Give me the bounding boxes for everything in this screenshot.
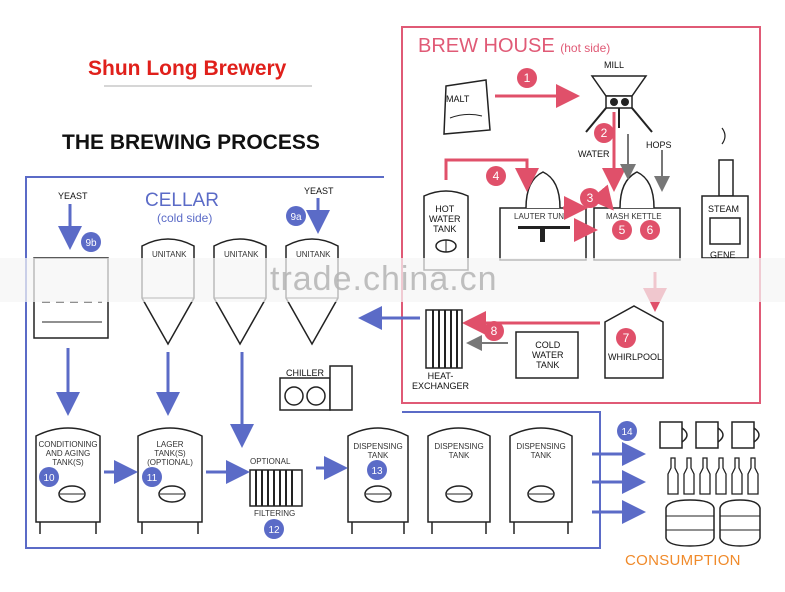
- step-14-marker: 14: [617, 421, 637, 441]
- optional-label: OPTIONAL: [250, 457, 291, 466]
- conditioning-tank-icon: [35, 427, 101, 534]
- step-7-number: 7: [623, 331, 630, 345]
- step-8-marker: 8: [484, 321, 504, 341]
- step-2-number: 2: [601, 126, 608, 140]
- malt-bag-icon: [443, 79, 491, 135]
- step-9a-marker: 9a: [286, 206, 306, 226]
- unitank-2-label: UNITANK: [224, 250, 259, 259]
- beer-bottles-icon: [667, 457, 759, 495]
- step-1-marker: 1: [517, 68, 537, 88]
- cellar-title: CELLAR: [145, 190, 219, 211]
- heat-exchanger-icon: [425, 309, 463, 369]
- beer-mugs-icon: [659, 421, 760, 449]
- bottle-icon: [731, 457, 743, 495]
- lager-tank-icon: [137, 427, 203, 534]
- hops-label: HOPS: [646, 140, 672, 150]
- dispensing-tank-2-icon: [427, 427, 491, 534]
- cellar-subtitle: (cold side): [157, 211, 213, 225]
- whirlpool-label: WHIRLPOOL: [608, 352, 663, 362]
- gene-label: GENE: [710, 250, 736, 260]
- step-11-number: 11: [147, 473, 158, 484]
- step-10-marker: 10: [39, 467, 59, 487]
- step-9b-number: 9b: [85, 238, 97, 249]
- page-title: THE BREWING PROCESS: [62, 131, 320, 154]
- step-11-marker: 11: [142, 467, 162, 487]
- brew-house-frame: [401, 26, 761, 404]
- mill-icon: [585, 75, 653, 133]
- step-5-marker: 5: [612, 220, 632, 240]
- brew-house-title: BREW HOUSE (hot side): [418, 35, 611, 57]
- unitank-3-label: UNITANK: [296, 250, 331, 259]
- bottle-icon: [683, 457, 695, 495]
- filtering-label: FILTERING: [254, 509, 296, 518]
- yeast-left-label: YEAST: [58, 191, 88, 201]
- mash-kettle-icon: [593, 171, 681, 261]
- bottle-icon: [667, 457, 679, 495]
- bottle-icon: [699, 457, 711, 495]
- step-4-marker: 4: [486, 166, 506, 186]
- step-10-number: 10: [43, 473, 55, 484]
- step-6-marker: 6: [640, 220, 660, 240]
- chiller-label: CHILLER: [286, 368, 325, 378]
- hot-water-tank-icon: [423, 190, 469, 271]
- dispensing-tank-3-icon: [509, 427, 573, 534]
- step-3-number: 3: [587, 191, 594, 205]
- step-12-number: 12: [268, 525, 280, 536]
- malt-label: MALT: [446, 94, 470, 104]
- yeast-right-label: YEAST: [304, 186, 334, 196]
- step-3-marker: 3: [580, 188, 600, 208]
- step-12-marker: 12: [264, 519, 284, 539]
- cellar-frame: [25, 176, 601, 549]
- heat-exchanger-label: HEAT-EXCHANGER: [412, 371, 470, 391]
- step-14-number: 14: [621, 427, 633, 438]
- steam-chimney-icon: [718, 159, 734, 197]
- mill-label: MILL: [604, 60, 625, 70]
- lauter-tun-label: LAUTER TUN: [514, 212, 565, 221]
- filter-icon: [249, 469, 303, 507]
- step-9a-number: 9a: [290, 212, 302, 223]
- bottle-icon: [715, 457, 727, 495]
- step-2-marker: 2: [594, 123, 614, 143]
- step-4-number: 4: [493, 169, 500, 183]
- step-1-number: 1: [524, 71, 531, 85]
- watermark-text: trade.china.cn: [270, 260, 498, 298]
- step-13-number: 13: [371, 466, 383, 477]
- chiller-icon: [279, 365, 353, 411]
- step-13-marker: 13: [367, 460, 387, 480]
- watermark-banner: [0, 258, 785, 302]
- steam-label: STEAM: [708, 204, 740, 214]
- unitank-1-label: UNITANK: [152, 250, 187, 259]
- step-6-number: 6: [647, 223, 654, 237]
- brand-title: Shun Long Brewery: [88, 57, 287, 80]
- water-label: WATER: [578, 149, 610, 159]
- bottle-icon: [747, 457, 759, 495]
- step-9b-marker: 9b: [81, 232, 101, 252]
- beer-kegs-icon: [665, 499, 761, 547]
- consumption-label: CONSUMPTION: [625, 552, 741, 569]
- cold-water-tank-icon: [515, 331, 579, 379]
- step-7-marker: 7: [616, 328, 636, 348]
- step-8-number: 8: [491, 324, 498, 338]
- step-5-number: 5: [619, 223, 626, 237]
- mash-kettle-label: MASH KETTLE: [606, 212, 662, 221]
- lauter-tun-icon: [499, 171, 587, 261]
